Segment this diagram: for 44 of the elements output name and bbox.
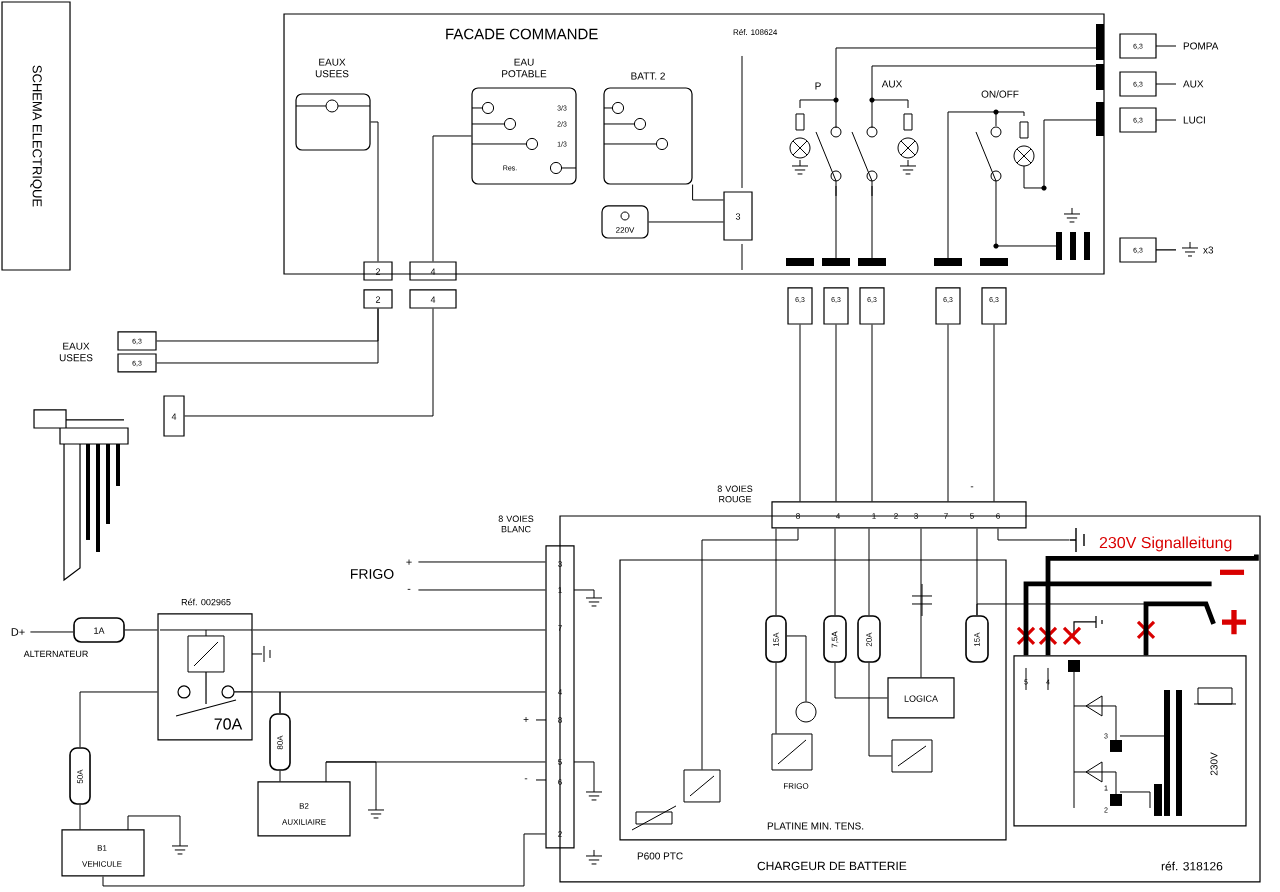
wire (868, 528, 870, 616)
wire (834, 528, 836, 616)
wire (648, 221, 724, 223)
relay-symbol (891, 739, 933, 773)
tank-sensor-drawing (33, 409, 129, 582)
wire (79, 804, 81, 830)
wire (29, 631, 74, 633)
wire (124, 629, 158, 631)
lamp-symbol (795, 701, 817, 723)
relay-symbol (771, 733, 813, 771)
wire (871, 324, 873, 502)
wire (79, 691, 158, 748)
battery-symbol (1069, 527, 1085, 553)
wire (997, 528, 1071, 541)
wire (156, 308, 379, 364)
wire (252, 629, 546, 631)
wire (993, 324, 995, 502)
wire (1143, 601, 1216, 656)
wire (834, 662, 888, 699)
wire (775, 662, 777, 735)
wire (920, 528, 922, 678)
wire (775, 528, 777, 616)
annotation-text: 230V Signalleitung (1099, 536, 1232, 552)
wire (701, 528, 799, 771)
wire (279, 691, 546, 714)
wire (102, 833, 546, 887)
wire (325, 761, 546, 783)
wire (786, 635, 807, 703)
wire (868, 662, 893, 757)
wire (692, 184, 724, 201)
wire (417, 589, 546, 591)
wire (1023, 581, 1212, 656)
wire (279, 770, 281, 782)
relay-symbol (683, 769, 721, 803)
wire (947, 324, 949, 502)
annotation-sign: − (1220, 569, 1245, 575)
wire (184, 308, 434, 417)
wire (799, 324, 801, 502)
wire (432, 135, 472, 262)
wire (835, 324, 837, 502)
wire (417, 561, 546, 563)
annotation-sign: + (1222, 609, 1247, 635)
wire (370, 121, 379, 262)
wire (1045, 554, 1259, 656)
